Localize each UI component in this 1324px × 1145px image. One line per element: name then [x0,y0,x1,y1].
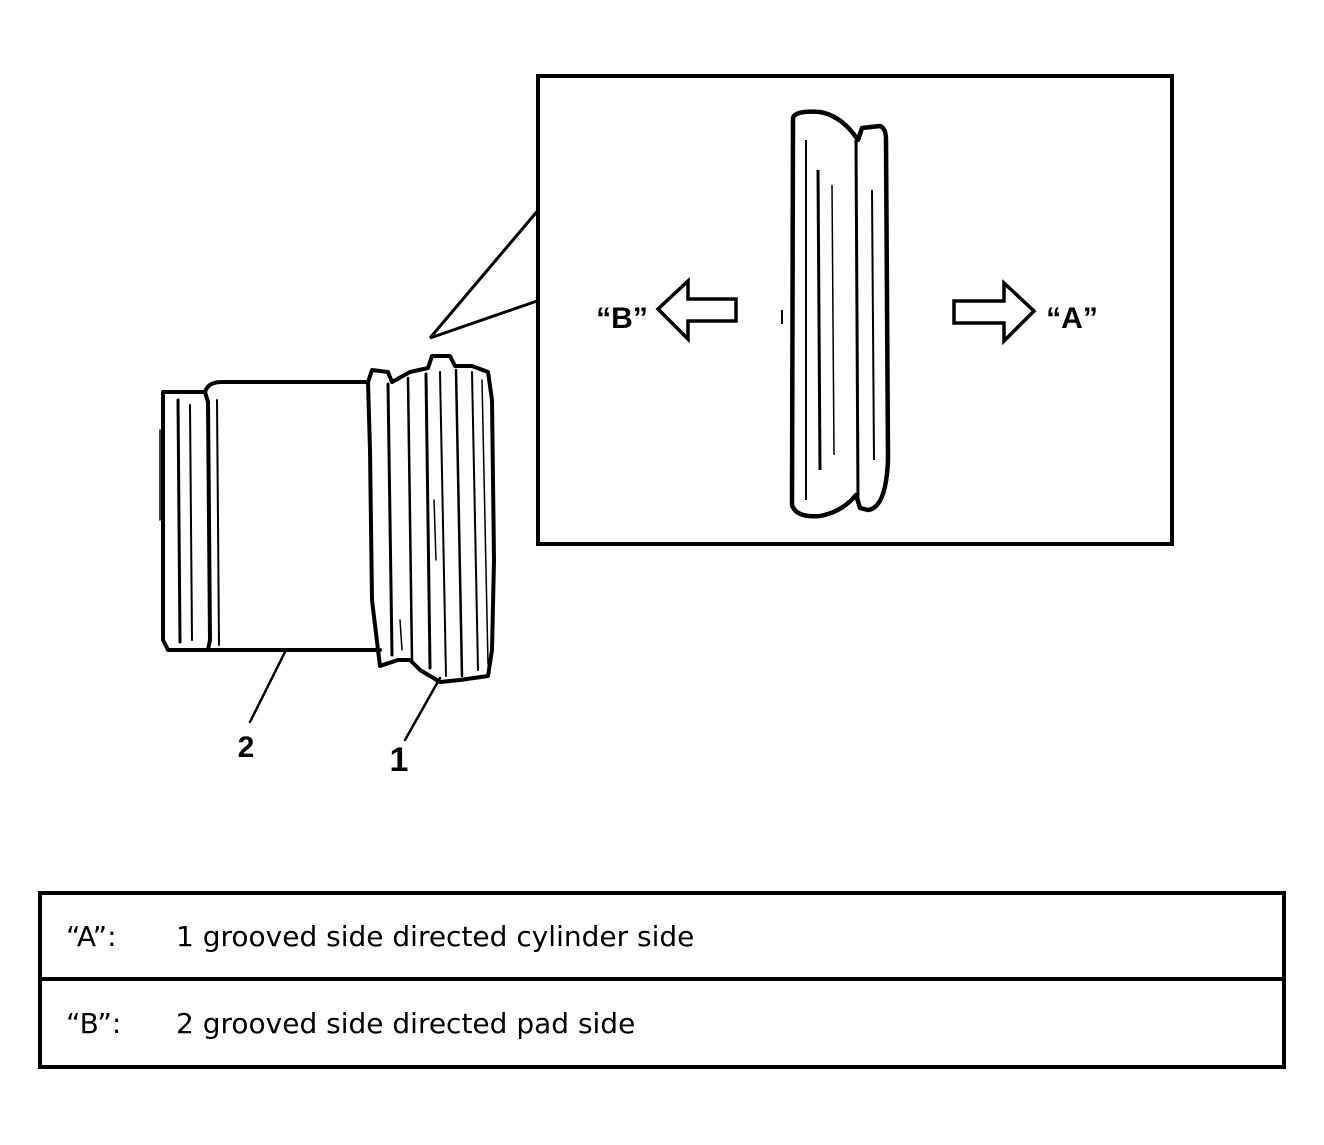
detail-box: “B” “A” [536,74,1174,546]
callout-part-2: 2 [238,731,255,764]
legend-text: 1 grooved side directed cylinder side [176,919,695,953]
seal-cross-section [781,109,891,519]
zoom-connector [428,207,542,340]
piston-assembly [159,354,496,742]
arrow-left-icon [655,276,738,344]
legend-key: “B”: [66,1006,122,1040]
leader-line-2 [248,650,287,724]
legend-text: 2 grooved side directed pad side [176,1006,636,1040]
label-direction-a: “A” [1046,302,1098,335]
legend-table: “A”: 1 grooved side directed cylinder si… [38,891,1286,1069]
legend-row: “B”: 2 grooved side directed pad side [42,981,1282,1065]
leader-line-1 [403,676,442,742]
legend-key: “A”: [66,919,117,953]
label-direction-b: “B” [596,302,648,335]
arrow-right-icon [952,278,1037,346]
piston-seal-diagram: 2 1 “B” “A” [159,74,1174,779]
piston-flange [159,390,212,652]
piston-seal [366,354,496,684]
piston-body [203,380,382,652]
callout-part-1: 1 [390,741,409,779]
legend-row: “A”: 1 grooved side directed cylinder si… [42,895,1282,981]
